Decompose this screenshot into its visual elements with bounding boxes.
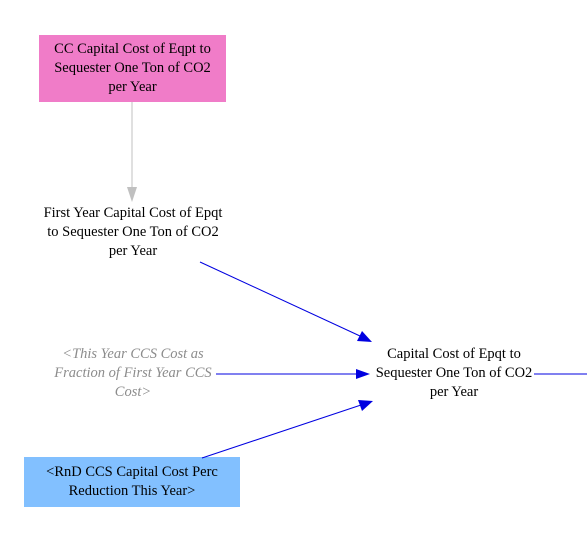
cc-capital-cost-node[interactable]: CC Capital Cost of Eqpt to Sequester One…	[39, 35, 226, 102]
rnd-ccs-reduction-node[interactable]: <RnD CCS Capital Cost Perc Reduction Thi…	[24, 457, 240, 507]
first-year-capital-cost-node[interactable]: First Year Capital Cost of Epqt to Seque…	[38, 204, 228, 261]
rnd-ccs-reduction-label: <RnD CCS Capital Cost Perc Reduction Thi…	[46, 464, 218, 499]
arrowhead-fraction-to-output	[356, 369, 370, 379]
arrowhead-cc-to-first-year	[127, 187, 137, 202]
link-rnd-to-output	[201, 404, 362, 459]
this-year-ccs-fraction-label: <This Year CCS Cost as Fraction of First…	[54, 346, 212, 400]
first-year-capital-cost-label: First Year Capital Cost of Epqt to Seque…	[43, 205, 223, 259]
cc-capital-cost-label: CC Capital Cost of Eqpt to Sequester One…	[54, 41, 211, 95]
capital-cost-output-label: Capital Cost of Epqt to Sequester One To…	[375, 346, 533, 400]
this-year-ccs-fraction-node[interactable]: <This Year CCS Cost as Fraction of First…	[50, 345, 216, 402]
arrowhead-rnd-to-output	[358, 400, 373, 411]
capital-cost-output-node[interactable]: Capital Cost of Epqt to Sequester One To…	[372, 345, 536, 402]
link-first-year-to-output	[199, 261, 361, 337]
arrowhead-first-year-to-output	[357, 331, 372, 342]
